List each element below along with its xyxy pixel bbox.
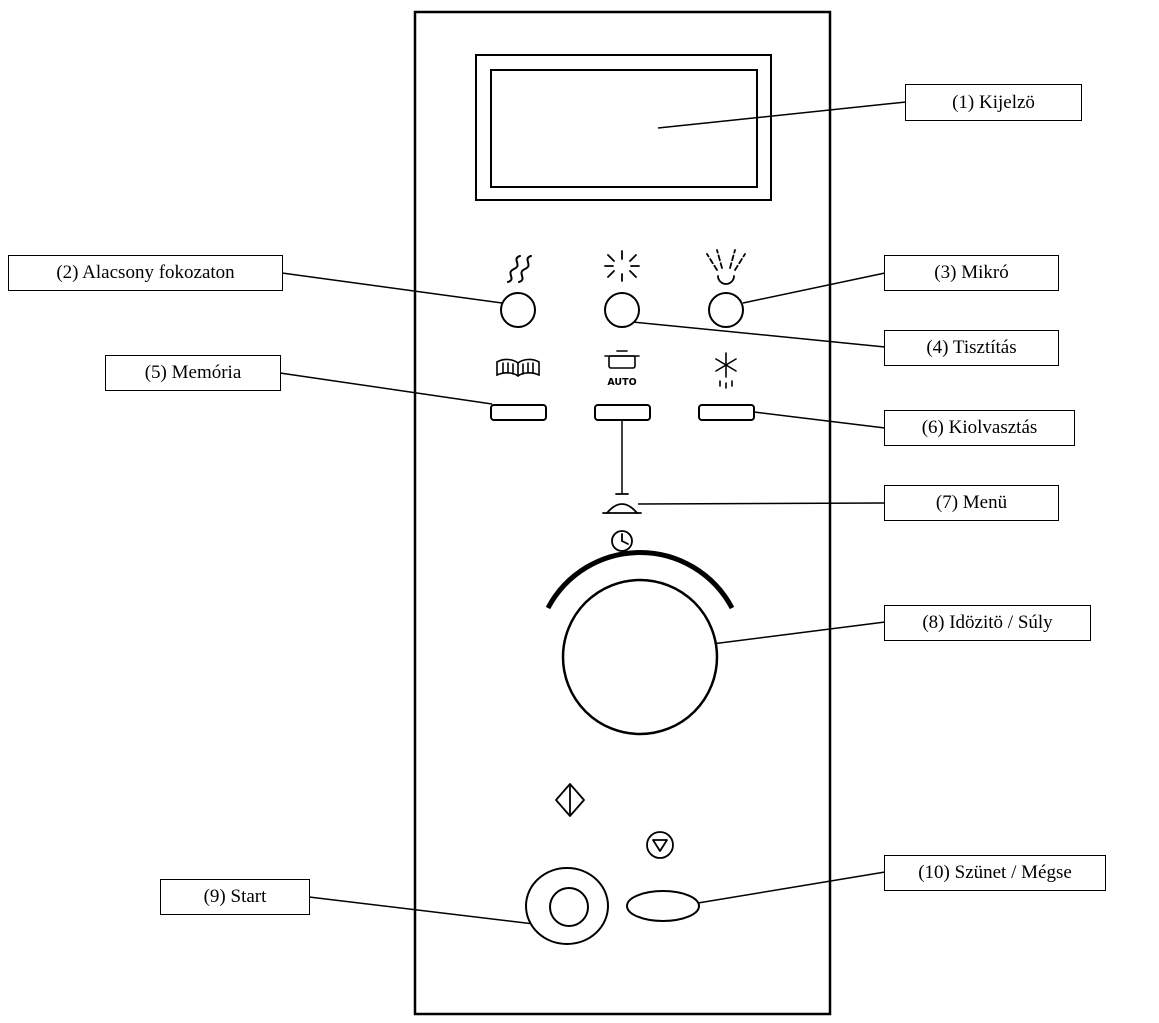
micro-button [708,292,744,328]
leader-lines [279,101,907,927]
callout-7-menu: (7) Menü [884,485,1059,521]
leader-line-2 [281,272,503,304]
leader-line-3 [742,272,886,304]
leader-line-1 [657,101,907,129]
callout-8-idozito-suly: (8) Idözitö / Súly [884,605,1091,641]
knob-arc [545,550,735,610]
start-diamond-icon [555,783,585,817]
microwave-spray-icon [706,249,746,285]
memory-button [490,404,547,421]
low-power-button [500,292,536,328]
callout-9-start: (9) Start [160,879,310,915]
defrost-snowflake-icon [715,352,737,389]
start-button [525,867,609,945]
callout-4-tisztitas: (4) Tisztítás [884,330,1059,366]
callout-5-memoria: (5) Memória [105,355,281,391]
menu-cloche-icon [602,493,642,514]
steam-icon [507,255,532,283]
leader-line-9 [308,896,552,927]
leader-line-6 [753,411,886,429]
clock-icon [611,530,633,552]
clean-button [604,292,640,328]
callout-3-mikro: (3) Mikró [884,255,1059,291]
grill-burst-icon [604,250,640,282]
callout-1-kijelzo: (1) Kijelzö [905,84,1082,121]
leader-line-10 [697,871,886,904]
memory-book-icon [496,358,540,378]
leader-line-4 [632,321,886,348]
leader-line-5 [279,372,493,405]
auto-label: AUTO [607,377,636,388]
auto-button [594,404,651,421]
stop-icon [646,831,674,859]
timer-weight-knob [561,578,719,736]
leader-line-7 [637,502,886,505]
callout-6-kiolvasztas: (6) Kiolvasztás [884,410,1075,446]
auto-pot-icon [604,350,640,369]
callout-10-szunet-megse: (10) Szünet / Mégse [884,855,1106,891]
panel-outline [413,10,832,1016]
defrost-button [698,404,755,421]
pause-cancel-button [626,890,700,922]
callout-2-alacsony-fokozaton: (2) Alacsony fokozaton [8,255,283,291]
display [475,54,772,201]
